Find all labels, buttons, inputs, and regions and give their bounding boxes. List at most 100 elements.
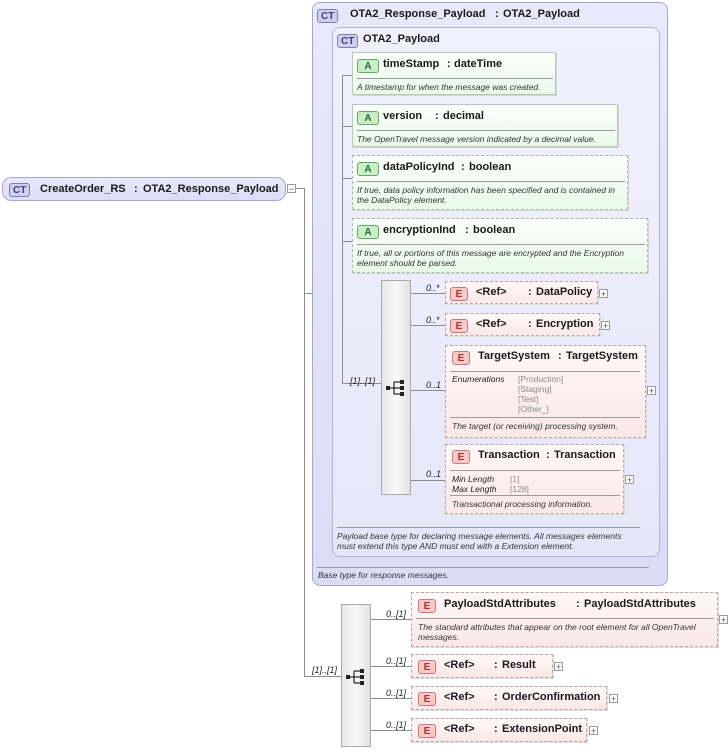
- connector: [304, 676, 342, 677]
- ref-label: <Ref>: [444, 659, 475, 671]
- expand-toggle-icon[interactable]: +: [554, 662, 563, 672]
- enum-value: [Staging]: [518, 384, 552, 394]
- attribute-type: boolean: [473, 224, 516, 236]
- colon-separator: :: [576, 598, 580, 610]
- root-type: OTA2_Response_Payload: [143, 183, 279, 195]
- attribute-type: dateTime: [454, 58, 503, 70]
- occurrence-label: 0..[1]: [386, 609, 407, 619]
- attribute-node[interactable]: A version : decimal The OpenTravel messa…: [352, 104, 618, 147]
- occurrence-label: 0..*: [426, 283, 440, 293]
- element-ref-node[interactable]: E <Ref> : ExtensionPoint: [411, 718, 587, 742]
- attribute-node[interactable]: A encryptionInd : boolean If true, all o…: [352, 218, 648, 273]
- element-ref-node[interactable]: E <Ref> : DataPolicy: [445, 281, 598, 304]
- outer-description: Base type for response messages.: [318, 570, 449, 580]
- enum-value: [Production]: [518, 374, 564, 384]
- connector: [342, 75, 352, 76]
- element-description: Transactional processing information.: [452, 499, 593, 509]
- attribute-icon: A: [357, 225, 379, 239]
- colon-separator: :: [447, 58, 451, 70]
- facet-label: Min Length: [452, 474, 495, 484]
- ref-label: <Ref>: [444, 691, 475, 703]
- element-name: PayloadStdAttributes: [444, 598, 556, 610]
- element-type: PayloadStdAttributes: [584, 598, 696, 610]
- element-name: TargetSystem: [478, 350, 550, 362]
- enum-value: [Other_]: [518, 404, 549, 414]
- connector: [342, 126, 352, 127]
- element-description: The target (or receiving) processing sys…: [452, 421, 618, 431]
- facet-label: Max Length: [452, 484, 497, 494]
- element-icon: E: [418, 692, 436, 706]
- divider: [450, 495, 620, 496]
- facet-value: [128]: [510, 484, 529, 494]
- sequence-compositor[interactable]: [381, 280, 411, 495]
- expand-toggle-icon[interactable]: +: [601, 321, 610, 331]
- occurrence-label: 0..1: [426, 380, 442, 390]
- connector: [411, 480, 445, 481]
- expand-toggle-icon[interactable]: +: [647, 386, 656, 396]
- colon-separator: :: [494, 659, 498, 671]
- divider: [337, 527, 640, 528]
- element-ref-node[interactable]: E <Ref> : OrderConfirmation: [411, 686, 607, 710]
- element-icon: E: [452, 351, 470, 365]
- expand-toggle-icon[interactable]: +: [719, 615, 728, 625]
- expand-toggle-icon[interactable]: +: [609, 694, 618, 704]
- colon-separator: :: [558, 350, 562, 362]
- attribute-type: boolean: [469, 161, 512, 173]
- element-type: TargetSystem: [566, 350, 638, 362]
- expand-toggle-icon[interactable]: +: [625, 475, 634, 485]
- ref-label: <Ref>: [444, 723, 475, 735]
- colon-separator: :: [528, 286, 532, 298]
- attribute-name: version: [383, 110, 423, 122]
- connector: [296, 188, 304, 189]
- element-ref-node[interactable]: E <Ref> : Encryption: [445, 313, 600, 336]
- root-element-node[interactable]: CT CreateOrder_RS : OTA2_Response_Payloa…: [2, 177, 286, 201]
- divider: [450, 417, 640, 418]
- element-node-targetsystem[interactable]: E TargetSystem : TargetSystem Enumeratio…: [445, 345, 646, 438]
- attribute-icon: A: [357, 162, 379, 176]
- sequence-compositor[interactable]: [341, 604, 371, 747]
- divider: [357, 130, 615, 131]
- connector: [342, 178, 352, 179]
- attribute-node[interactable]: A timeStamp : dateTime A timestamp for w…: [352, 52, 556, 95]
- attribute-node[interactable]: A dataPolicyInd : boolean If true, data …: [352, 155, 628, 210]
- expand-toggle-icon[interactable]: +: [589, 726, 598, 736]
- colon-separator: :: [546, 449, 550, 461]
- connector: [304, 293, 312, 294]
- divider: [357, 244, 645, 245]
- ref-label: <Ref>: [476, 318, 507, 330]
- attribute-icon: A: [357, 111, 379, 125]
- inner-description: Payload base type for declaring message …: [337, 531, 622, 551]
- connector: [371, 698, 411, 699]
- expand-toggle-icon[interactable]: +: [599, 289, 608, 299]
- colon-separator: :: [494, 723, 498, 735]
- complex-type-icon: CT: [317, 9, 339, 23]
- element-type: Result: [502, 659, 536, 671]
- connector: [304, 188, 305, 676]
- collapse-toggle-icon[interactable]: −: [287, 184, 296, 194]
- attribute-icon: A: [357, 59, 379, 73]
- attribute-description: A timestamp for when the message was cre…: [357, 82, 541, 92]
- enum-value: [Test]: [518, 394, 539, 404]
- divider: [317, 567, 649, 568]
- outer-type-name: OTA2_Response_Payload: [350, 8, 486, 20]
- facet-value: [1]: [510, 474, 520, 484]
- element-node-transaction[interactable]: E Transaction : Transaction Min Length […: [445, 444, 624, 514]
- facet-label: Enumerations: [452, 374, 505, 384]
- element-name: Transaction: [478, 449, 540, 461]
- element-icon: E: [450, 319, 468, 333]
- occurrence-label: 0..1: [426, 469, 442, 479]
- colon-separator: :: [134, 183, 138, 195]
- colon-separator: :: [435, 110, 439, 122]
- divider: [416, 618, 714, 619]
- sequence-icon: [346, 669, 364, 685]
- element-ref-node[interactable]: E <Ref> : Result: [411, 654, 553, 678]
- attribute-description: If true, data policy information has bee…: [357, 185, 615, 205]
- element-description: The standard attributes that appear on t…: [418, 622, 696, 642]
- element-type: Transaction: [554, 449, 616, 461]
- connector: [411, 293, 445, 294]
- attribute-description: If true, all or portions of this message…: [357, 248, 624, 268]
- element-node-payloadstdattributes[interactable]: E PayloadStdAttributes : PayloadStdAttri…: [411, 592, 718, 647]
- divider: [357, 78, 553, 79]
- occurrence-label: 0..[1]: [386, 720, 407, 730]
- connector: [371, 619, 411, 620]
